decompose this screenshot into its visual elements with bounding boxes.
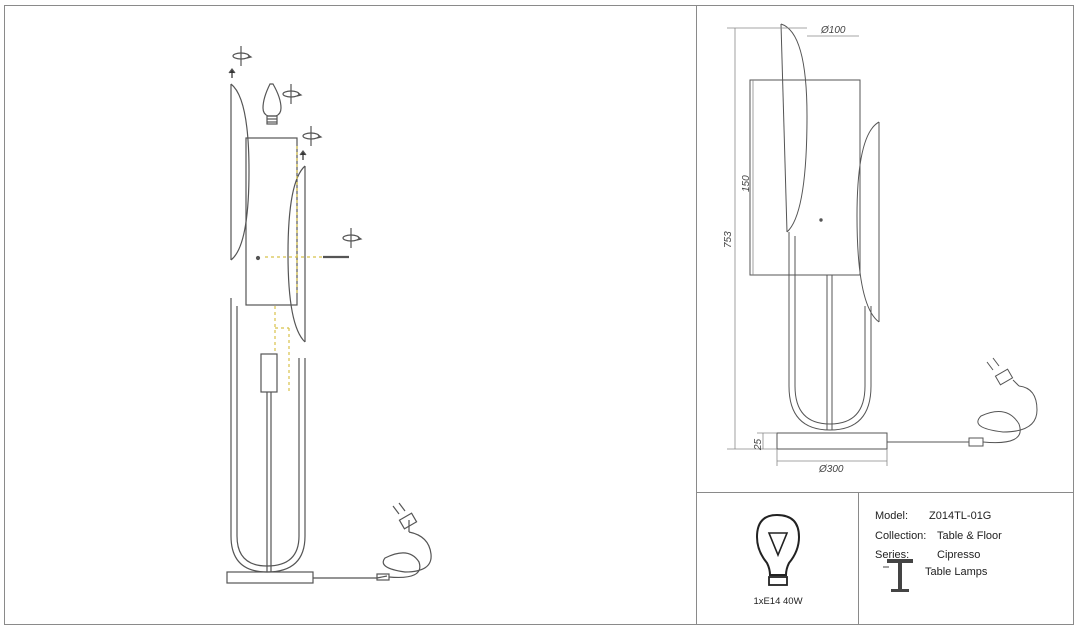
series-value-2: Table Lamps <box>925 566 988 578</box>
series-value: Cipresso <box>937 549 981 561</box>
up-arrow-icon <box>228 68 236 78</box>
lamp-holder <box>260 353 278 393</box>
top-diameter-label: Ø100 <box>820 25 846 36</box>
dimension-drawing-panel: Ø100 150 753 25 Ø300 <box>697 6 1073 493</box>
base-height-label: 25 <box>753 438 764 451</box>
product-info-cell: Model: Z014TL-01G Collection: Table & Fl… <box>859 493 1073 624</box>
right-leaf-shade <box>287 165 306 343</box>
bulb-spec-cell: 1xE14 40W <box>697 493 859 624</box>
lamp-base <box>226 571 314 584</box>
rotate-arrow-icon <box>232 46 253 66</box>
table-lamp-icon <box>883 559 913 592</box>
assembly-drawing-panel <box>5 6 697 624</box>
dimension-drawing: Ø100 150 753 25 Ø300 <box>723 23 1038 475</box>
left-leaf-shade <box>780 23 808 233</box>
assembly-guide-lines <box>265 146 323 392</box>
cylinder-shade <box>245 137 298 306</box>
base-diameter-label: Ø300 <box>818 464 844 475</box>
right-leaf-shade <box>856 121 880 323</box>
candle-bulb <box>262 83 282 125</box>
collection-label: Collection: <box>875 530 927 542</box>
shade-height-label: 150 <box>741 175 752 192</box>
power-cable <box>887 357 1038 447</box>
bulb-spec-text: 1xE14 40W <box>753 596 803 607</box>
left-leaf-shade <box>230 83 261 261</box>
rotate-arrow-icon <box>282 84 303 104</box>
rotate-arrow-icon <box>342 228 363 248</box>
dimension-lines <box>727 27 888 466</box>
model-value: Z014TL-01G <box>929 510 992 522</box>
u-shaped-frame <box>788 232 872 431</box>
drawing-sheet: Ø100 150 753 25 Ø300 1xE14 40W Model: Z0… <box>4 5 1074 625</box>
power-cable <box>313 502 432 581</box>
cylinder-shade <box>749 79 861 276</box>
up-arrow-icon <box>299 150 307 160</box>
lightbulb-icon <box>755 513 801 586</box>
u-shaped-frame <box>230 298 306 573</box>
series-label: Series: <box>875 549 910 561</box>
collection-value: Table & Floor <box>937 530 1002 542</box>
rotate-arrow-icon <box>302 126 323 146</box>
assembly-drawing <box>226 46 432 584</box>
lamp-base <box>776 432 888 450</box>
total-height-label: 753 <box>723 231 734 248</box>
model-label: Model: <box>875 510 909 522</box>
